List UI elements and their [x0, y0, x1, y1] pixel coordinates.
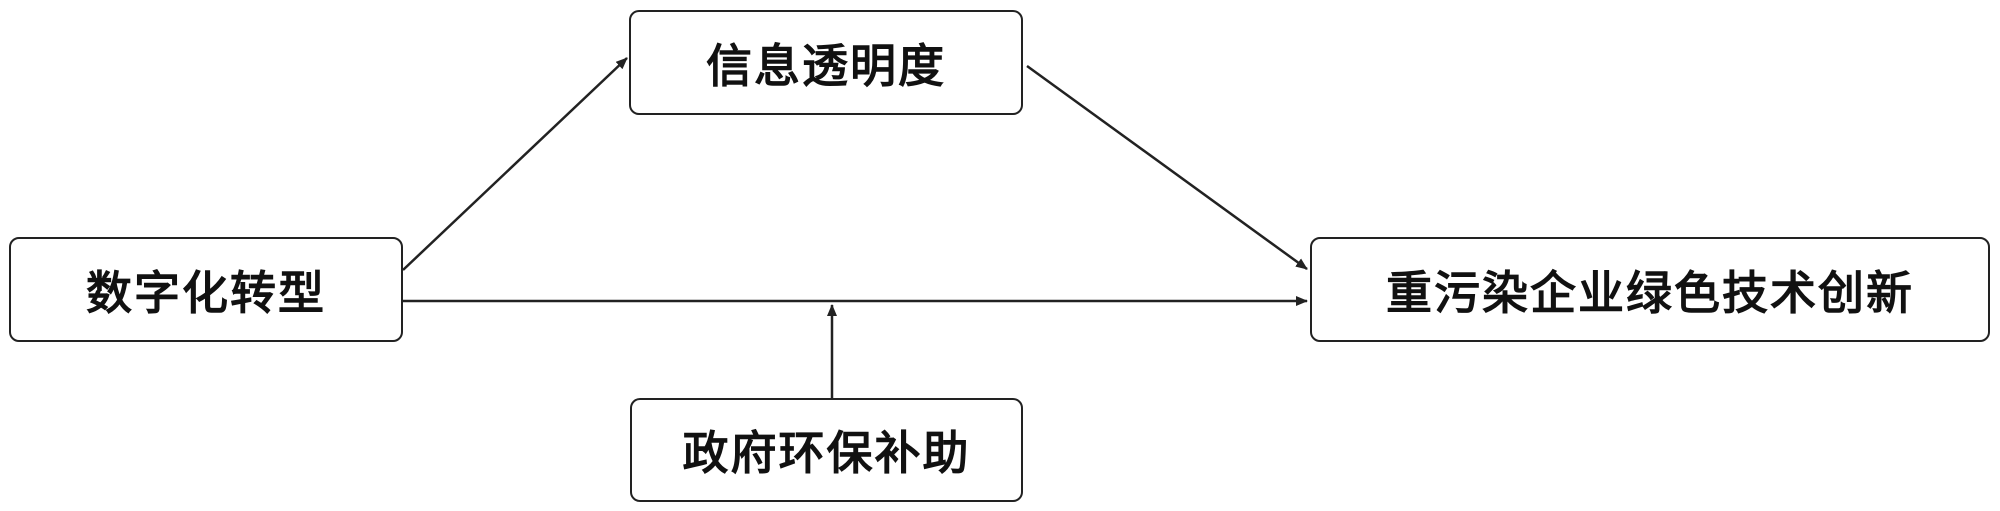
node-subsidy: 政府环保补助 [630, 398, 1023, 502]
node-subsidy-label: 政府环保补助 [682, 426, 971, 480]
arrow-info-to-green [1026, 64, 1308, 271]
node-info-transparency-label: 信息透明度 [706, 38, 946, 93]
node-digital-transformation: 数字化转型 [9, 237, 403, 342]
node-green-innovation: 重污染企业绿色技术创新 [1310, 237, 1990, 342]
node-digital-transformation-label: 数字化转型 [86, 265, 326, 320]
node-info-transparency: 信息透明度 [629, 10, 1023, 115]
arrow-digital-to-info [402, 57, 628, 271]
node-green-innovation-label: 重污染企业绿色技术创新 [1386, 265, 1914, 320]
